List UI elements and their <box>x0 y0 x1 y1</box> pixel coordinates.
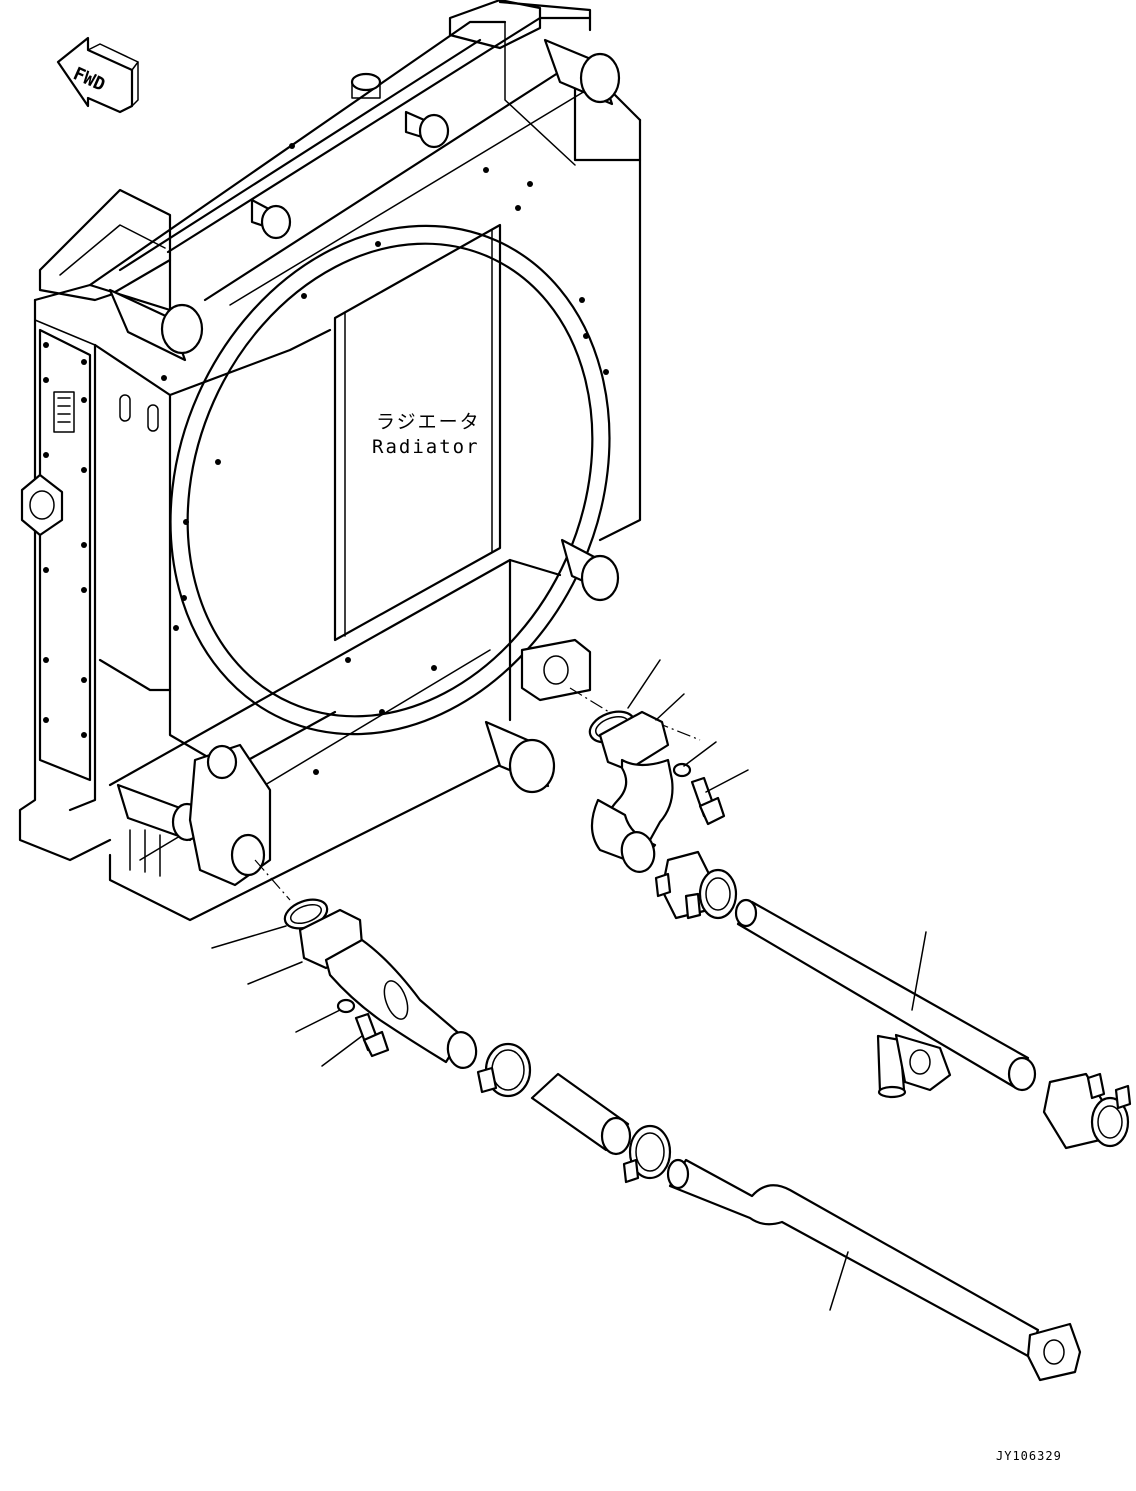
radiator-label: ラジエータ Radiator <box>372 411 481 458</box>
lower-pipe-group <box>254 859 1082 1382</box>
bolt-lower <box>354 1012 390 1058</box>
tee-pipe <box>734 898 1037 1099</box>
hose-clamp-lower <box>476 1042 532 1098</box>
upper-pipe-group <box>569 687 1132 1150</box>
washer-lower <box>336 998 356 1014</box>
filler-cap <box>350 72 382 99</box>
short-hose <box>530 1072 632 1156</box>
radiator-label-english: Radiator <box>372 436 480 458</box>
radiator-assembly <box>18 0 642 922</box>
upper-right-outlet <box>543 38 621 106</box>
side-cap <box>20 473 64 537</box>
washer-upper <box>672 762 692 778</box>
leader-lines <box>211 659 927 1311</box>
pump-housing <box>188 743 272 887</box>
hose-clamp-middle <box>622 1124 672 1184</box>
hose-clamp-upper <box>654 850 738 920</box>
radiator-label-japanese: ラジエータ <box>376 411 481 433</box>
long-offset-pipe <box>666 1158 1082 1382</box>
top-tube <box>250 110 450 240</box>
upper-outlet-pipe <box>108 288 204 362</box>
curved-pipe-lower <box>298 908 478 1069</box>
elbow-pipe-upper <box>590 710 674 873</box>
lower-outlet-pipe <box>484 720 556 794</box>
fwd-arrow-icon: FWD <box>56 36 139 114</box>
fwd-label: FWD <box>70 63 108 95</box>
bolt-upper <box>690 776 726 826</box>
mid-right-outlet <box>560 538 620 602</box>
hose-clamp-right <box>1042 1072 1132 1150</box>
radiator-outlet-flange <box>520 638 592 702</box>
drawing-code: JY106329 <box>996 1449 1062 1463</box>
